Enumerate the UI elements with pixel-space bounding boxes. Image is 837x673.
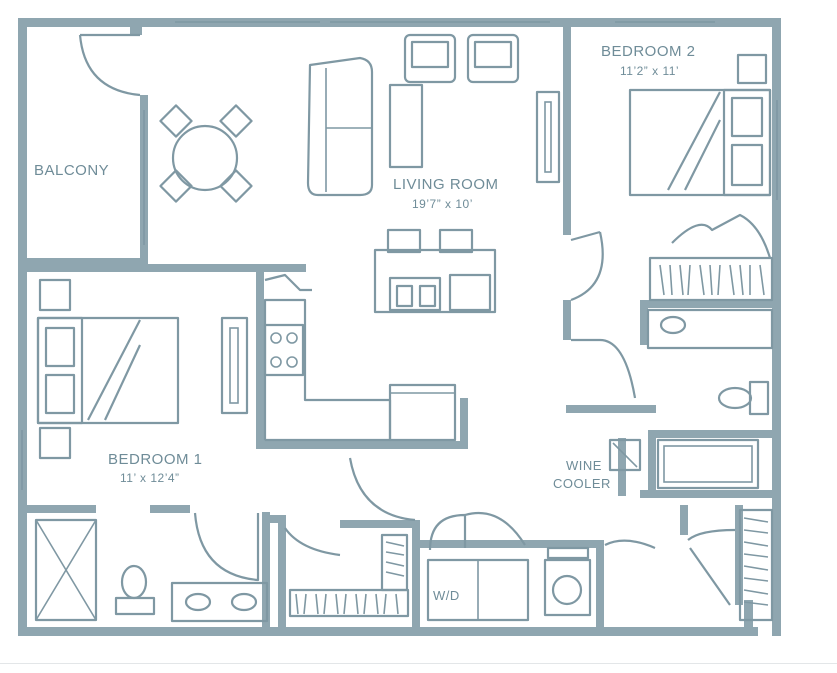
bath-1-fixtures [34,518,269,623]
bath-2-fixtures [646,308,774,490]
living-room-dimensions: 19’7” x 10’ [412,197,473,211]
windows [21,21,778,490]
bedroom-1-label: BEDROOM 1 [108,451,203,468]
wine-cooler-label-line1: WINE [566,458,602,473]
labels: BALCONY LIVING ROOM 19’7” x 10’ BEDROOM … [34,43,696,603]
balcony-label: BALCONY [34,162,109,179]
armchairs [403,33,520,84]
wine-cooler [608,438,642,472]
bedroom-2-furniture [628,53,774,302]
bedroom-2-label: BEDROOM 2 [601,43,696,60]
kitchen-counters [263,273,457,442]
laundry [426,546,592,622]
bedroom-1-closet [288,533,410,618]
outer-walls [18,18,781,636]
kitchen-island [373,228,497,314]
washer-dryer-label: W/D [433,588,460,603]
bedroom-1-furniture [36,278,249,460]
page-divider [0,663,837,664]
bedroom-2-dimensions: 11’2” x 11’ [620,64,679,78]
wine-cooler-label-line2: COOLER [553,476,611,491]
hall-closet [738,508,774,622]
dining-set [159,104,253,203]
tv-screen [544,101,552,173]
doors [78,33,772,606]
coffee-table [388,83,424,169]
bedroom-1-dimensions: 11’ x 12’4” [120,471,180,485]
living-room-label: LIVING ROOM [393,176,499,193]
sofa [306,56,374,197]
tv-console [535,90,561,184]
